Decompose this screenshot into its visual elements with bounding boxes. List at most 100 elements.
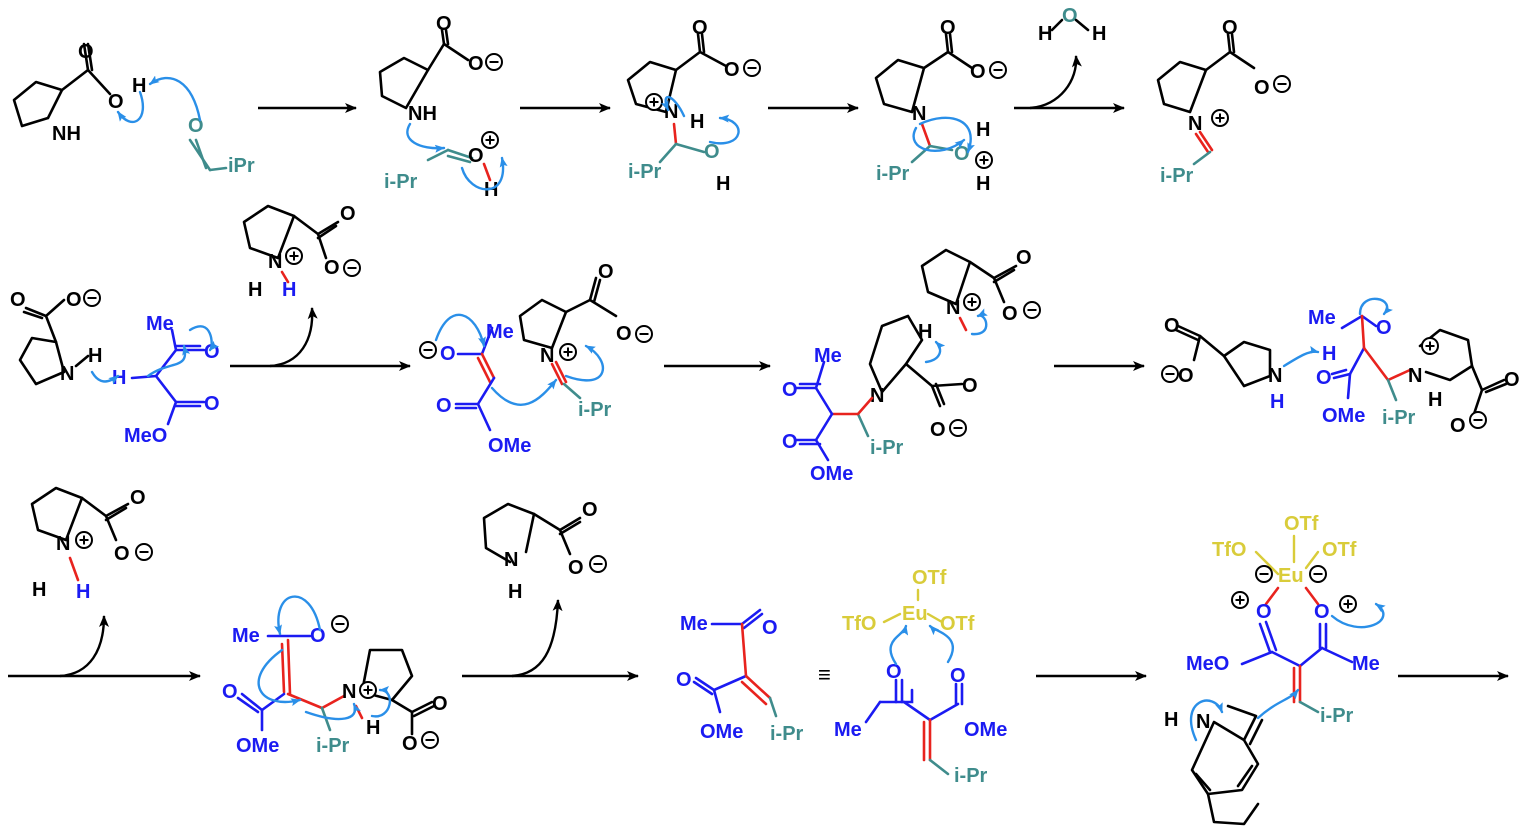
ester-o-label: O: [222, 681, 238, 703]
curly-arrow: [1282, 345, 1320, 368]
curly-arrow: [912, 126, 966, 152]
ipr-label: i-Pr: [876, 163, 910, 185]
me-label: Me: [232, 625, 260, 647]
proline-ammonium-byproduct-1: O O N H H: [242, 203, 361, 301]
minus-charge: [485, 53, 503, 71]
me-label: Me: [814, 345, 842, 367]
minus-charge: [1273, 75, 1291, 93]
ketone-o-label: O: [762, 617, 778, 639]
minus-charge: [419, 341, 437, 359]
ketone-o-label: O: [782, 379, 798, 401]
minus-charge: [635, 325, 653, 343]
otf-label: OTf: [1322, 539, 1357, 561]
me-label: Me: [834, 719, 862, 741]
meo-label: MeO: [124, 425, 167, 447]
n-label: N: [56, 533, 70, 555]
carboxylate-o-label: O: [724, 59, 740, 81]
carbonyl-o-label: O: [130, 487, 146, 509]
carboxylate-o-label: O: [970, 61, 986, 83]
proline-released: O O N H: [1161, 315, 1320, 413]
plus-charge: [645, 93, 663, 111]
ester-o-label: O: [1316, 367, 1332, 389]
ester-o-label: O: [436, 395, 452, 417]
equivalent-sign: ≡: [818, 662, 831, 687]
indole-h-label: H: [1164, 709, 1178, 731]
h-label: H: [976, 173, 990, 195]
curly-arrow: [924, 340, 946, 364]
proline-molecule-2: O O NH i-Pr O H: [378, 13, 508, 201]
carboxylate-o-label: O: [324, 257, 340, 279]
tfo-label: TfO: [842, 613, 876, 635]
proline-ammonium-byproduct-3: O O N H H: [30, 486, 153, 603]
carbonyl-o-label: O: [1504, 369, 1519, 391]
curly-arrow: [970, 308, 988, 336]
water-molecule: H O H: [1038, 5, 1106, 45]
carbonyl-o-label: O: [78, 41, 94, 63]
proline-molecule-1: NH O O H O iPr: [12, 41, 255, 177]
ester-o-label: O: [676, 669, 692, 691]
curly-arrow: [1256, 688, 1300, 720]
carbonyl-o-label: O: [1164, 315, 1180, 337]
carbonyl-o-label: O: [1016, 247, 1032, 269]
eu-label: Eu: [902, 603, 928, 625]
carbonyl-o-label: O: [582, 499, 598, 521]
h-label: H: [32, 579, 46, 601]
ome-label: OMe: [700, 721, 743, 743]
me-label: Me: [1308, 307, 1336, 329]
reaction-arrow: [511, 599, 563, 678]
ketone-o-label: O: [1314, 601, 1330, 623]
ome-label: OMe: [810, 463, 853, 485]
minus-charge: [83, 289, 101, 307]
meo-label: MeO: [1186, 653, 1229, 675]
ipr-label: i-Pr: [1160, 165, 1194, 187]
otf-label: OTf: [912, 567, 947, 589]
curly-arrow: [1358, 297, 1393, 316]
nh-label: NH: [52, 123, 81, 145]
n-label: N: [912, 103, 926, 125]
h-label: H: [76, 581, 90, 603]
curly-arrow: [660, 96, 686, 118]
me-label: Me: [486, 321, 514, 343]
n-label: N: [268, 251, 282, 273]
europium-complex-1: OTf Eu TfO OTf Me O O OMe i-Pr: [834, 567, 1007, 787]
carboxylate-o-label: O: [616, 323, 632, 345]
carboxylate-o-label: O: [930, 419, 946, 441]
minus-charge: [1161, 365, 1179, 383]
carboxylate-o-label: O: [1450, 415, 1466, 437]
curly-arrow: [304, 702, 361, 721]
minus-charge: [1255, 565, 1273, 583]
plus-charge: [559, 343, 577, 361]
indole-n-label: N: [1196, 711, 1210, 733]
carbonyl-o-label: O: [436, 13, 452, 35]
curly-arrow: [1189, 699, 1224, 742]
ome-label: OMe: [488, 435, 531, 457]
ipr-label: i-Pr: [578, 399, 612, 421]
proline-molecule-3: O O N H i-Pr O H: [626, 17, 761, 195]
acid-h-label: H: [132, 75, 146, 97]
plus-charge: [285, 247, 303, 265]
oxonium-o-label: O: [468, 145, 484, 167]
me-label: Me: [680, 613, 708, 635]
hydroxyl-h-label: H: [716, 173, 730, 195]
iminium-molecule-5: O O N i-Pr: [1156, 17, 1291, 187]
curly-arrow: [257, 648, 302, 707]
n-label: N: [504, 549, 518, 571]
minus-charge: [331, 615, 349, 633]
ketone-o-label: O: [886, 661, 902, 683]
minus-charge: [1309, 565, 1327, 583]
minus-charge: [949, 419, 967, 437]
carboxylate-o-label: O: [1254, 77, 1270, 99]
enolate-o-label: O: [310, 625, 326, 647]
carbonyl-o-label: O: [1222, 17, 1238, 39]
ome-label: OMe: [964, 719, 1007, 741]
nh-label: NH: [408, 103, 437, 125]
carbonyl-o-label: O: [598, 261, 614, 283]
curly-arrow: [708, 114, 740, 145]
h-label: H: [1270, 391, 1284, 413]
enolate-iminium-pair: O Me O OMe O O N i-Pr: [419, 261, 653, 457]
reaction-arrow: [59, 615, 109, 678]
curly-arrow: [889, 624, 909, 666]
h-label: H: [690, 111, 704, 133]
reaction-arrow: [1029, 55, 1082, 110]
